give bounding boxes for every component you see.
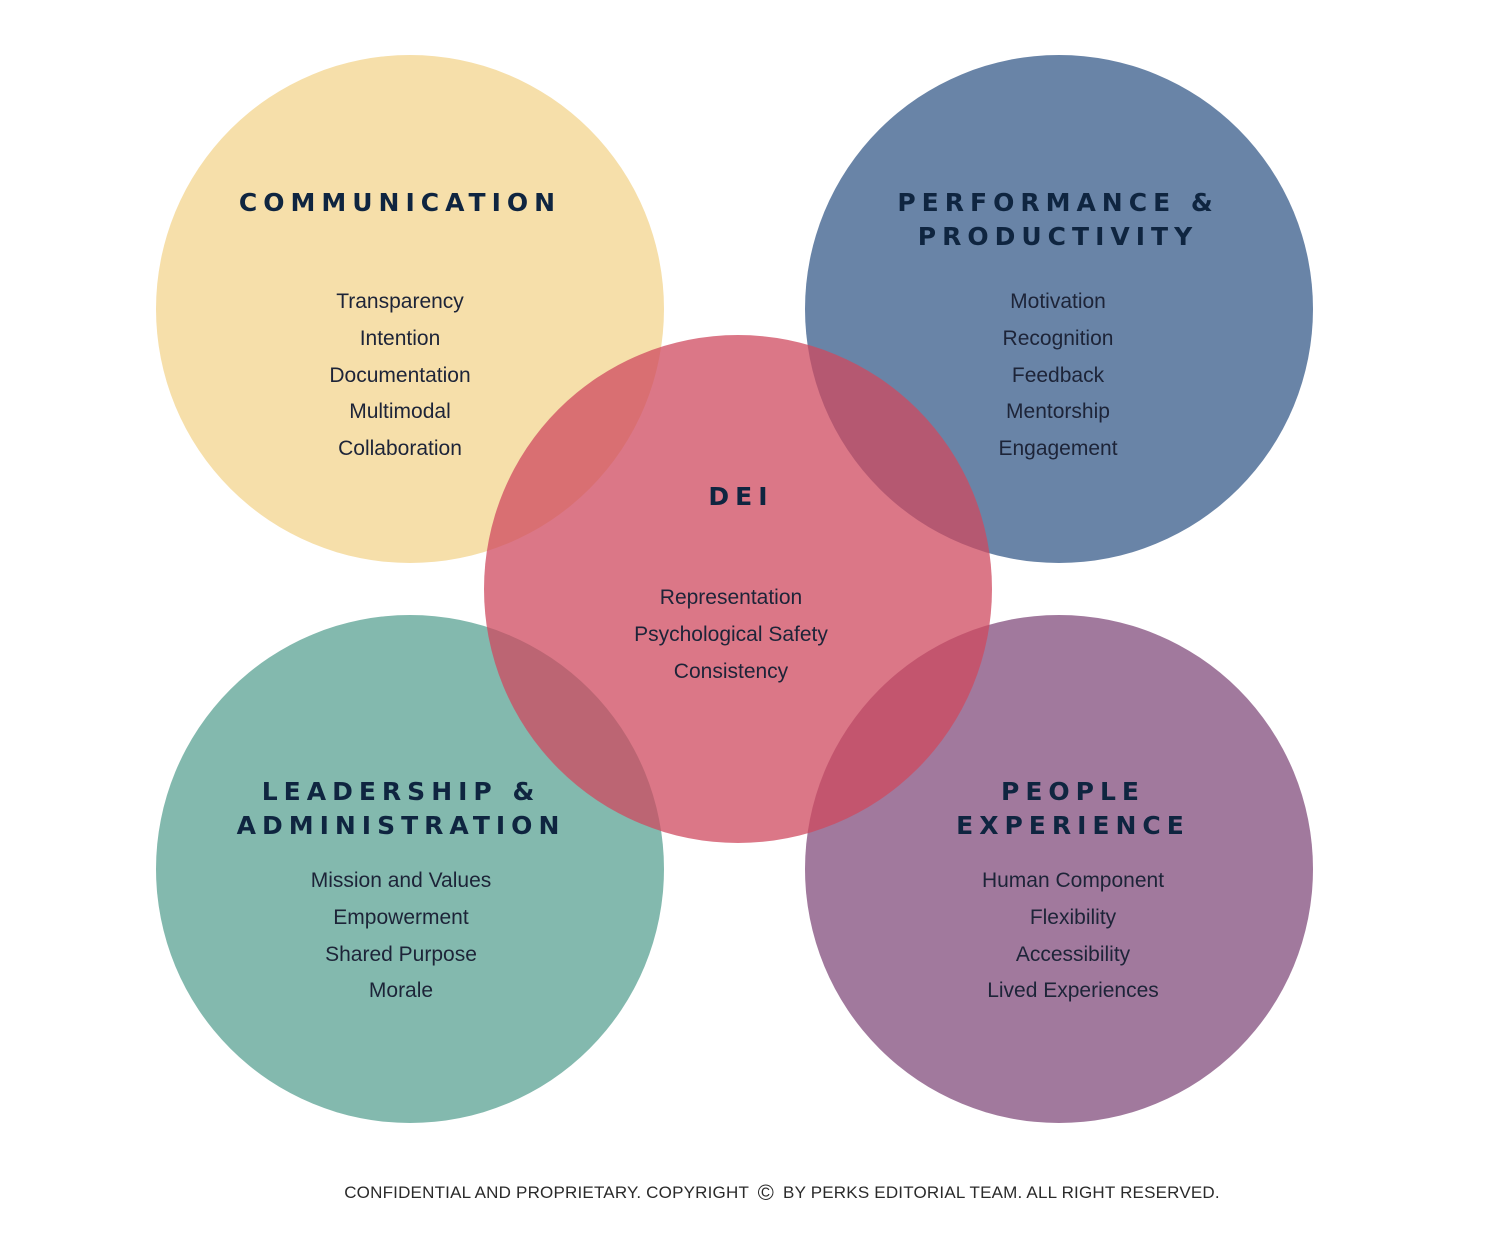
list-item: Mission and Values bbox=[310, 869, 492, 892]
people-experience-items: Human Component Flexibility Accessibilit… bbox=[868, 863, 1278, 1010]
list-item: Multimodal bbox=[349, 400, 451, 424]
list-item: Flexibility bbox=[1029, 905, 1117, 929]
communication-title: COMMUNICATION bbox=[238, 188, 562, 217]
copyright-footer: CONFIDENTIAL AND PROPRIETARY. COPYRIGHT … bbox=[0, 1180, 1490, 1206]
list-item: Human Component bbox=[981, 869, 1165, 892]
list-item: Representation bbox=[659, 586, 803, 609]
footer-text-before: CONFIDENTIAL AND PROPRIETARY. COPYRIGHT bbox=[344, 1183, 749, 1202]
communication-label-group: COMMUNICATION Transparency Intention Doc… bbox=[200, 186, 600, 468]
list-item: Documentation bbox=[329, 363, 471, 387]
list-item: Transparency bbox=[336, 290, 464, 313]
copyright-icon: © bbox=[757, 1180, 775, 1205]
list-item: Collaboration bbox=[338, 437, 462, 461]
leadership-title-line1: LEADERSHIP & bbox=[261, 777, 541, 806]
performance-title-line1: PERFORMANCE & bbox=[897, 188, 1219, 217]
list-item: Accessibility bbox=[1015, 942, 1131, 966]
list-item: Recognition bbox=[1002, 326, 1114, 350]
communication-items: Transparency Intention Documentation Mul… bbox=[200, 284, 600, 468]
performance-label-group: PERFORMANCE & PRODUCTIVITY Motivation Re… bbox=[848, 186, 1268, 468]
performance-title-line2: PRODUCTIVITY bbox=[917, 222, 1199, 251]
list-item: Motivation bbox=[1010, 290, 1106, 313]
leadership-items: Mission and Values Empowerment Shared Pu… bbox=[196, 863, 606, 1010]
people-experience-label-group: PEOPLE EXPERIENCE Human Component Flexib… bbox=[868, 775, 1278, 1010]
dei-items: Representation Psychological Safety Cons… bbox=[524, 580, 938, 690]
footer-text-after: BY PERKS EDITORIAL TEAM. ALL RIGHT RESER… bbox=[783, 1183, 1220, 1202]
leadership-title-line2: ADMINISTRATION bbox=[236, 811, 566, 840]
list-item: Feedback bbox=[1011, 363, 1105, 387]
dei-title: DEI bbox=[708, 482, 774, 511]
dei-circle bbox=[484, 335, 992, 843]
list-item: Engagement bbox=[998, 437, 1118, 461]
list-item: Morale bbox=[368, 979, 434, 1003]
dei-label-group: DEI Representation Psychological Safety … bbox=[538, 480, 938, 690]
people-title-line1: PEOPLE bbox=[1001, 777, 1145, 806]
list-item: Mentorship bbox=[1006, 400, 1110, 424]
performance-items: Motivation Recognition Feedback Mentorsh… bbox=[848, 284, 1268, 468]
leadership-label-group: LEADERSHIP & ADMINISTRATION Mission and … bbox=[196, 775, 606, 1010]
list-item: Psychological Safety bbox=[634, 622, 828, 646]
list-item: Intention bbox=[359, 326, 441, 350]
people-title-line2: EXPERIENCE bbox=[956, 811, 1190, 840]
list-item: Shared Purpose bbox=[325, 942, 477, 966]
list-item: Lived Experiences bbox=[987, 979, 1159, 1003]
list-item: Empowerment bbox=[333, 905, 469, 929]
list-item: Consistency bbox=[673, 659, 789, 683]
